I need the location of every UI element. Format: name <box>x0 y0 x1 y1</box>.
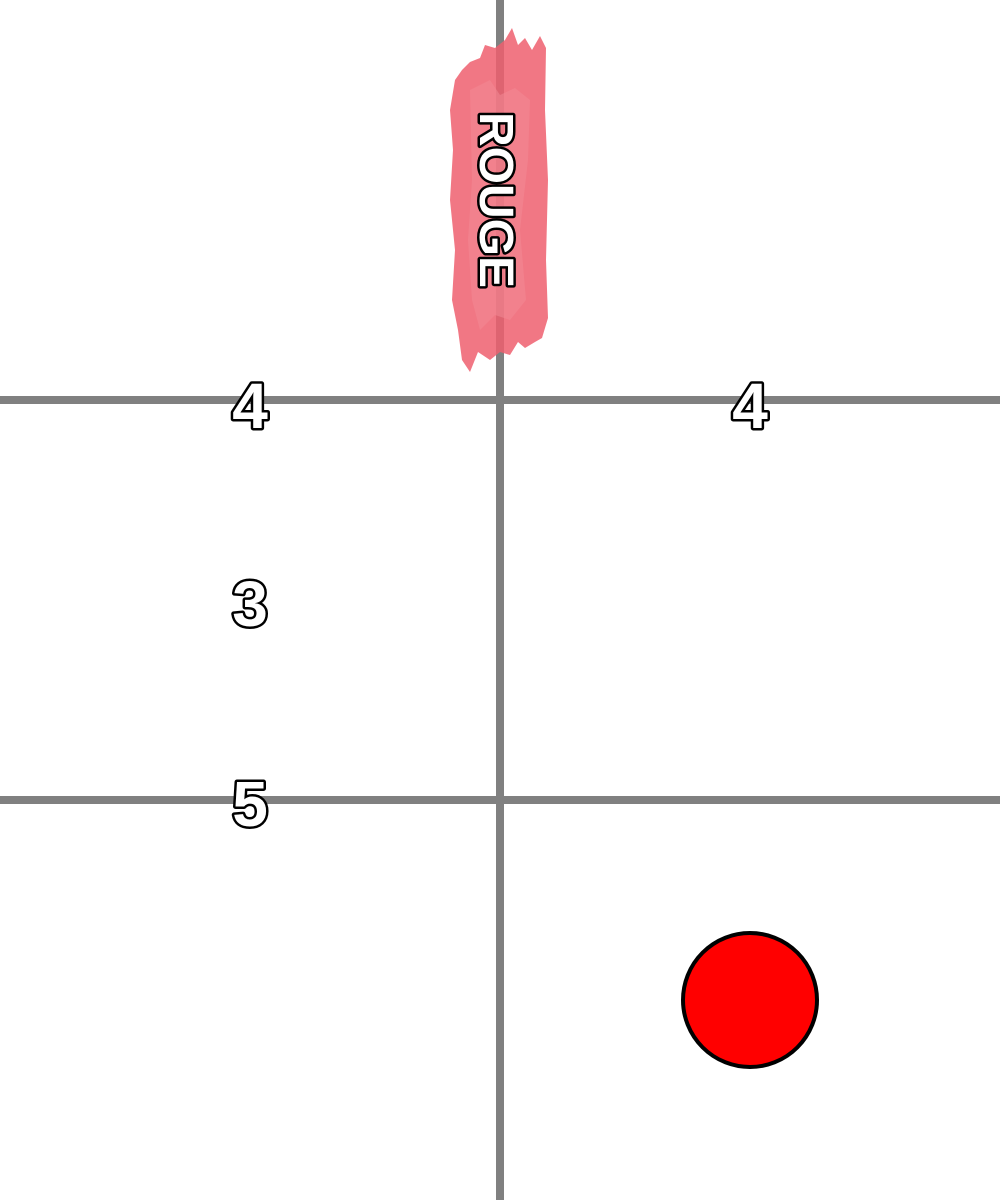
rouge-banner: ROUGE <box>450 28 548 372</box>
number-top-right: 4 <box>732 370 768 442</box>
banner-brush-highlight <box>468 80 530 330</box>
number-middle-left: 3 <box>232 568 268 640</box>
banner-label: ROUGE <box>469 112 522 288</box>
number-lower-left: 5 <box>232 768 268 840</box>
red-token[interactable] <box>681 931 819 1069</box>
number-top-left: 4 <box>232 370 268 442</box>
